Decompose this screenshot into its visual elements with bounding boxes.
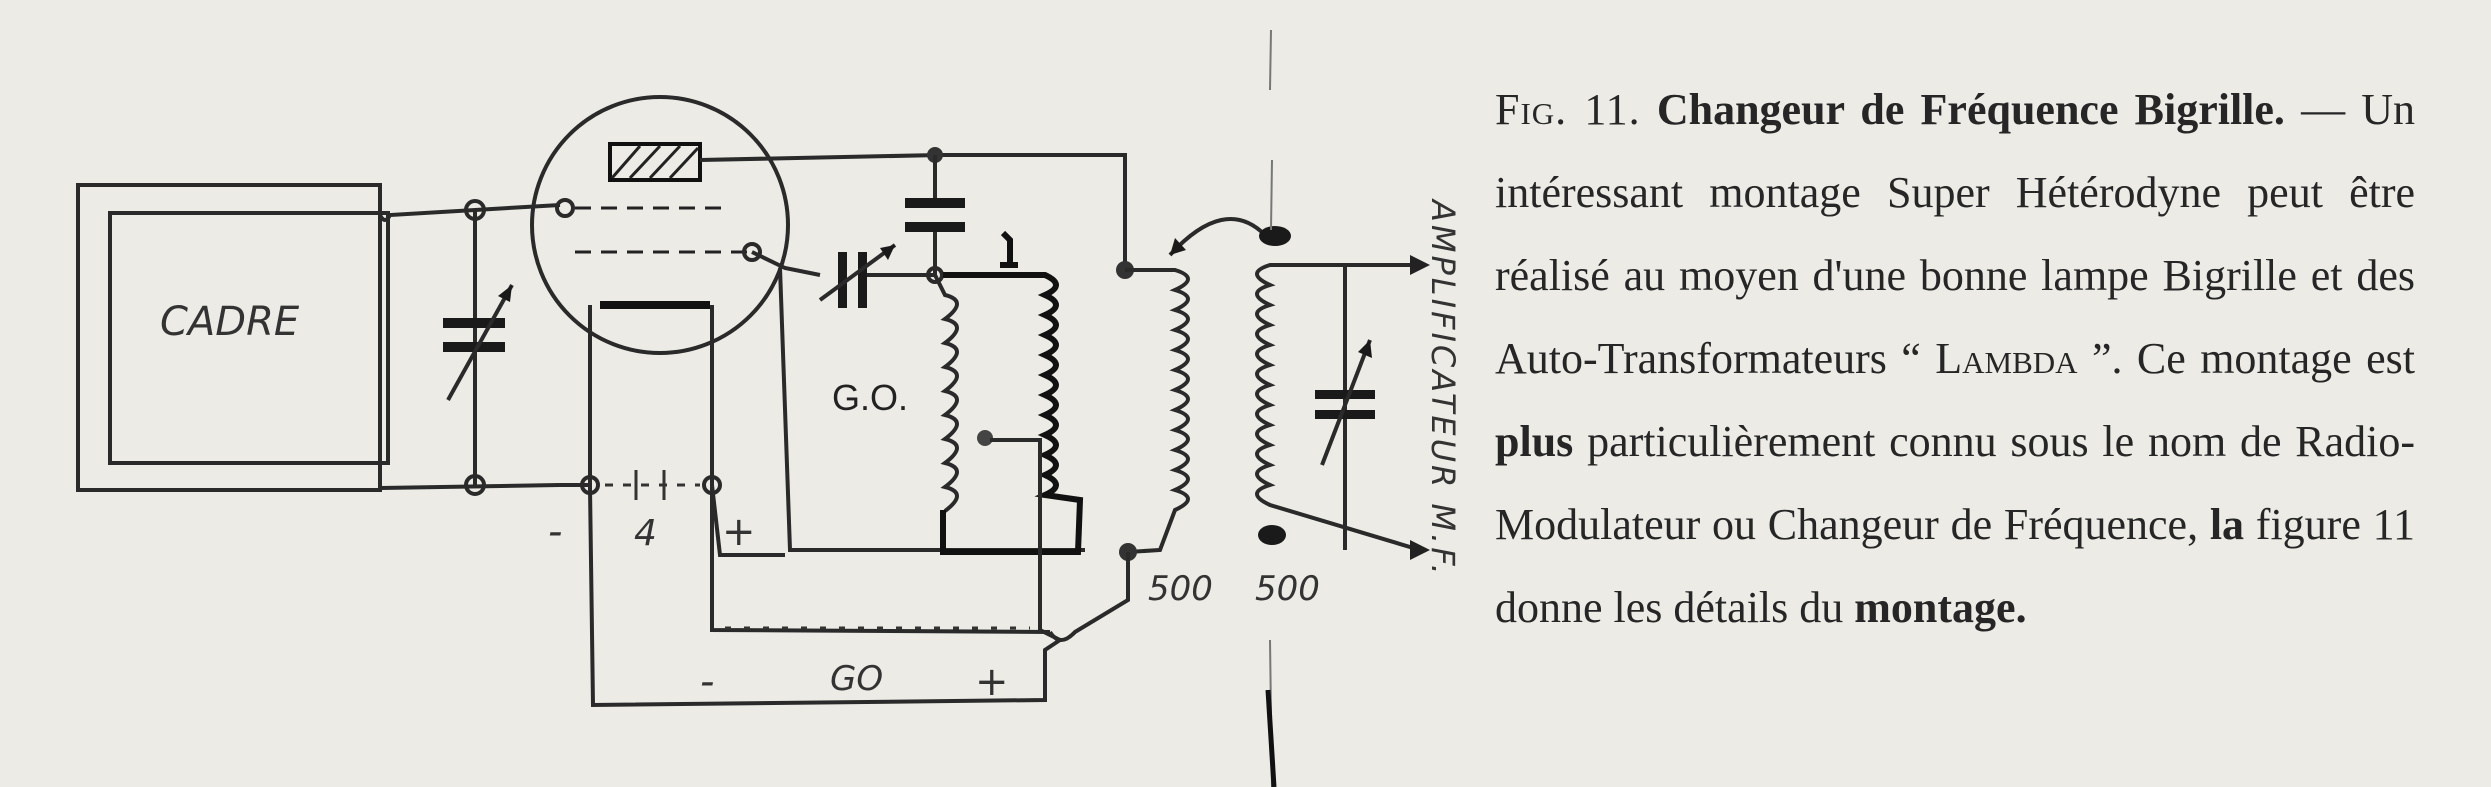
battery-go-plus: + <box>975 659 1009 705</box>
secondary-coil: 500 <box>1168 217 1421 609</box>
caption-body-2: ”. Ce montage est <box>2077 334 2415 383</box>
battery-4-value: 4 <box>634 513 657 554</box>
go-oscillator-coil: G.O. <box>832 230 1084 642</box>
grid-variable-capacitor <box>751 243 1085 552</box>
fixed-capacitor <box>905 155 965 275</box>
caption-body-3: particulièrement connu sous le nom de Ra… <box>1495 417 2415 549</box>
secondary-coil-value: 500 <box>1255 569 1320 609</box>
secondary-capacitor <box>1315 265 1375 550</box>
caption-body-1: Un intéressant montage Super Hétérodyne … <box>1495 85 2415 383</box>
primary-coil-value: 500 <box>1148 569 1213 609</box>
caption-dash: — <box>2284 85 2362 134</box>
plate-battery: - GO + <box>588 485 1130 708</box>
tuning-capacitor <box>443 199 514 496</box>
battery-4-minus: - <box>548 509 562 555</box>
caption-bold-1: plus <box>1495 417 1574 466</box>
go-label: G.O. <box>832 377 908 418</box>
battery-4-plus: + <box>722 509 756 555</box>
bigrille-tube <box>530 95 790 355</box>
caption-body-4: figure 11 donne les détails du <box>1495 500 2415 632</box>
caption-bold-3: montage. <box>1854 583 2027 632</box>
paper-crease <box>1265 29 1277 787</box>
caption-title: Changeur de Fréquence Bigrille. <box>1656 85 2285 134</box>
primary-coil: 500 <box>1119 268 1213 609</box>
cadre-frame-antenna: CADRE <box>76 183 390 492</box>
battery-go-value: GO <box>830 659 883 699</box>
battery-go-minus: - <box>700 659 714 705</box>
output-arrows <box>1410 255 1430 560</box>
figure-number: Fig. 11. <box>1495 85 1641 134</box>
filament-battery: - 4 + <box>548 305 785 557</box>
caption-bold-2: la <box>2209 500 2245 549</box>
caption-lambda: Lambda <box>1935 334 2078 383</box>
figure-caption: Fig. 11. Changeur de Fréquence Bigrille.… <box>1495 68 2415 649</box>
circuit-schematic: CADRE <box>76 95 1462 708</box>
amplifier-label: AMPLIFICATEUR M.F. <box>1424 198 1462 578</box>
cadre-label: CADRE <box>160 299 300 345</box>
